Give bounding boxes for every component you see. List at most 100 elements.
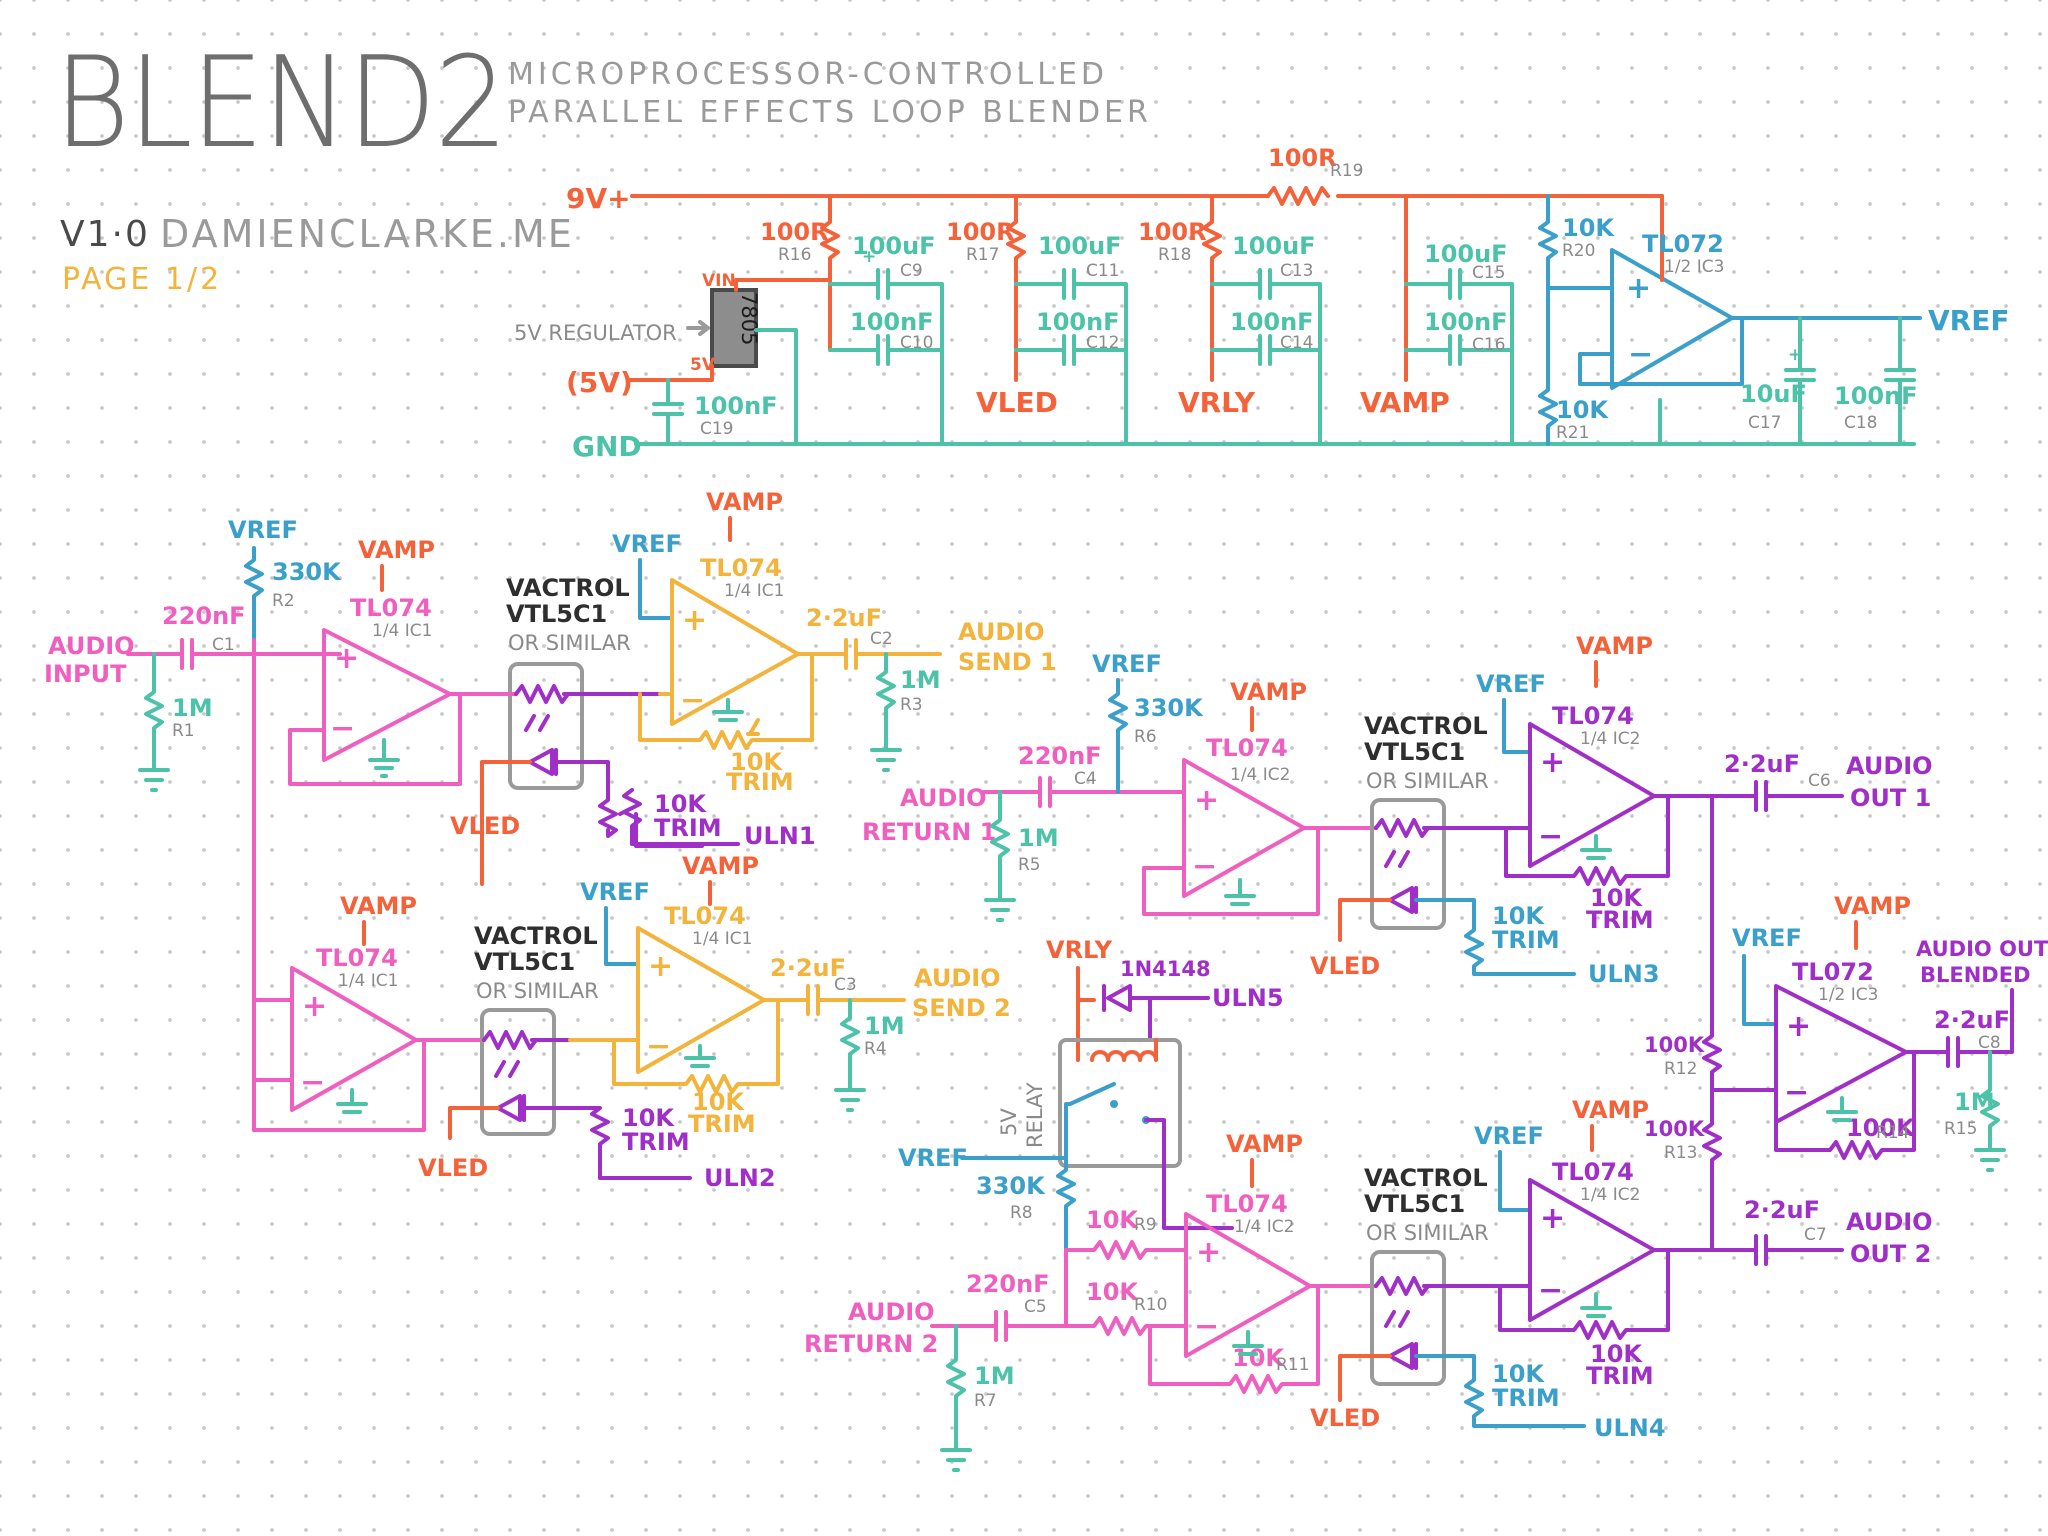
- send2-left-opamp: [290, 966, 418, 1112]
- r11-ref: R11: [1276, 1355, 1309, 1375]
- website-label: DAMIENCLARKE.ME: [160, 212, 575, 256]
- return1-opamp2: [1528, 722, 1656, 868]
- r20-value: 10K: [1562, 214, 1615, 242]
- title-block: BLEND2 MICROPROCESSOR-CONTROLLED PARALLE…: [0, 0, 2048, 330]
- c8-value: 2·2uF: [1934, 1006, 2010, 1034]
- send-2-section: VAMP + − TL074 1/4 IC1 VACTROL VTL5C1 OR…: [252, 852, 1011, 1192]
- c19-value: 100nF: [694, 392, 778, 420]
- c13-value: 100uF: [1232, 232, 1316, 260]
- send1-similar: OR SIMILAR: [508, 631, 631, 655]
- return2-trim2-2: TRIM: [1586, 1362, 1654, 1390]
- send1-out-2: SEND 1: [958, 648, 1057, 676]
- c7-value: 2·2uF: [1744, 1196, 1820, 1224]
- return1-vled: VLED: [1310, 952, 1380, 980]
- return2-out-2: OUT 2: [1850, 1240, 1931, 1268]
- power-supply-section: 100R R19 9V+ GND 7805 5V REGULATOR VIN 5…: [514, 144, 2009, 463]
- return2-in-1: AUDIO: [848, 1298, 935, 1326]
- return2-similar: OR SIMILAR: [1366, 1221, 1489, 1245]
- version-label: V1·0: [60, 214, 150, 255]
- send2-led: [496, 1094, 526, 1122]
- blend-opamp-sub: 1/2 IC3: [1818, 985, 1878, 1005]
- relay-uln: ULN5: [1212, 984, 1284, 1012]
- relay-diode-label: 1N4148: [1120, 957, 1211, 981]
- send2-left-opamp-label: TL074: [316, 944, 398, 972]
- c4-value: 220nF: [1018, 742, 1102, 770]
- return2-led: [1388, 1342, 1418, 1370]
- return2-trim-1: 10K: [1492, 1360, 1545, 1388]
- relay-diode: [1102, 984, 1210, 1042]
- r7-ref: R7: [974, 1391, 997, 1411]
- send2-vactrol-label-2: VTL5C1: [474, 948, 575, 976]
- vrly-label: VRLY: [1178, 386, 1256, 419]
- return1-vactrol-2: VTL5C1: [1364, 738, 1465, 766]
- r21-ref: R21: [1556, 423, 1589, 443]
- return1-trim2-1: 10K: [1590, 884, 1643, 912]
- vled-out-filter: 100R R17 100uF C11 100nF C12 VLED: [946, 194, 1128, 446]
- r13-ref: R13: [1664, 1143, 1697, 1163]
- send1-uln: ULN1: [744, 822, 816, 850]
- return2-trim2-1: 10K: [1590, 1340, 1643, 1368]
- blend-opamp-label: TL072: [1792, 958, 1874, 986]
- svg-text:−: −: [1784, 1075, 1809, 1110]
- send-1-section: VACTROL VTL5C1 OR SIMILAR VLED 10K TRIM …: [448, 488, 1057, 886]
- relay-contact-nc: [1110, 1100, 1118, 1108]
- regulator-out-wire: [628, 364, 714, 382]
- subtitle-line-2: PARALLEL EFFECTS LOOP BLENDER: [508, 95, 1152, 130]
- c12-value: 100nF: [1036, 308, 1120, 336]
- send1-trim2-label-2: TRIM: [726, 768, 794, 796]
- return-1-section: AUDIO RETURN 1 220nF C4 1M R5 VREF 330K …: [862, 632, 1933, 988]
- return1-opamp: [1182, 758, 1306, 898]
- c18-ref: C18: [1844, 413, 1878, 433]
- return2-uln: ULN4: [1594, 1414, 1666, 1442]
- send1-vactrol-label-2: VTL5C1: [506, 600, 607, 628]
- c16-value: 100nF: [1424, 308, 1508, 336]
- r19-resistor: [1266, 186, 1330, 206]
- svg-text:+: +: [1626, 271, 1651, 306]
- send2-vactrol-box: [480, 1008, 556, 1136]
- blend-vamp: VAMP: [1834, 892, 1911, 920]
- input-vref-label: VREF: [228, 516, 298, 544]
- send2-out-1: AUDIO: [914, 964, 1001, 992]
- return1-opamp2-sub: 1/4 IC2: [1580, 729, 1640, 749]
- blend-mixer-section: 100K R12 100K R13 VREF VAMP + − TL072 1/…: [1644, 794, 2048, 1252]
- r9-value: 10K: [1086, 1206, 1139, 1234]
- blend-vref: VREF: [1732, 924, 1802, 952]
- vamp-label: VAMP: [1360, 386, 1450, 419]
- c15-value: 100uF: [1424, 240, 1508, 268]
- r3-ref: R3: [900, 695, 923, 715]
- regulator-gnd-wire: [754, 328, 798, 446]
- input-opamp-sub: 1/4 IC1: [372, 621, 432, 641]
- r4-ref: R4: [864, 1039, 887, 1059]
- return2-vled: VLED: [1310, 1404, 1380, 1432]
- r17-value: 100R: [946, 218, 1015, 246]
- regulator-part-label: 7805: [737, 292, 761, 345]
- svg-text:+: +: [648, 949, 673, 984]
- return-2-section: AUDIO RETURN 2 220nF C5 1M R7 330K R8 10…: [804, 1096, 1933, 1472]
- c5-value: 220nF: [966, 1270, 1050, 1298]
- svg-text:−: −: [300, 1065, 325, 1100]
- regulator-label: 5V REGULATOR: [514, 321, 677, 345]
- send1-opamp: [670, 578, 800, 726]
- vref-generator: 10K R20 10K R21 + − TL072 1/2 IC3 + 10uF…: [1538, 194, 2009, 446]
- return2-opamp-sub: 1/4 IC2: [1234, 1217, 1294, 1237]
- c1-ref: C1: [212, 635, 235, 655]
- regulator-arrow: [686, 320, 710, 336]
- return1-trim2-2: TRIM: [1586, 906, 1654, 934]
- svg-text:−: −: [680, 683, 705, 718]
- send2-vref: VREF: [580, 878, 650, 906]
- return1-out-2: OUT 1: [1850, 784, 1931, 812]
- c1-value: 220nF: [162, 602, 246, 630]
- send1-vamp: VAMP: [706, 488, 783, 516]
- return2-in-2: RETURN 2: [804, 1330, 938, 1358]
- send1-trim2-label-1: 10K: [730, 748, 783, 776]
- send1-vled: VLED: [450, 812, 520, 840]
- send1-vref: VREF: [612, 530, 682, 558]
- r12-value: 100K: [1644, 1033, 1705, 1057]
- r7-value: 1M: [974, 1362, 1015, 1390]
- r13-value: 100K: [1644, 1117, 1705, 1141]
- return1-opamp-label: TL074: [1206, 734, 1288, 762]
- input-opamp: [322, 628, 452, 762]
- c10-value: 100nF: [850, 308, 934, 336]
- send2-trim2-label-1: 10K: [692, 1088, 745, 1116]
- project-title: BLEND2: [54, 29, 508, 176]
